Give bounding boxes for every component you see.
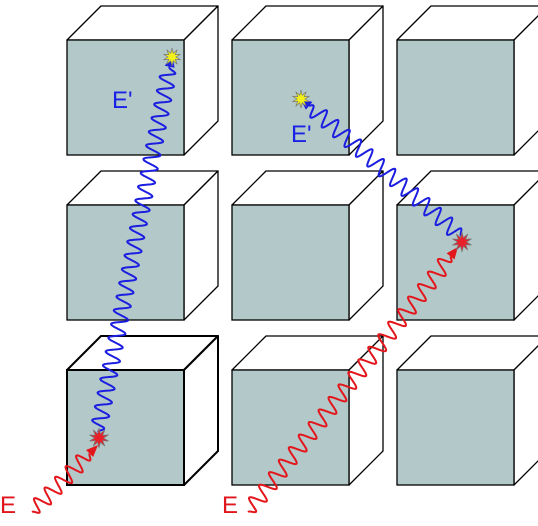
photon-paths [31,55,463,514]
emitted-photon-right-line [308,104,463,237]
cube-r1-c2 [231,5,384,156]
cube-top-face [396,5,538,41]
cube-r2-c1 [66,170,219,321]
cube-front-face [231,39,350,156]
incident-photon-left-line [31,453,92,514]
incident-photon-left [31,445,98,514]
cube-r3-c2 [231,335,384,486]
cube-front-face [231,204,350,321]
label-e-incident-right: E [222,492,238,519]
emission-flash-top-left [163,47,181,67]
absorption-flash-middle-right [452,231,472,253]
incident-photon-right [247,247,458,514]
cube-front-face [396,204,515,321]
cube-front-face [396,39,515,156]
incident-photon-right-line [247,256,453,514]
emitted-photon-left-line [91,66,177,433]
cube-r2-c3 [396,170,538,321]
cube-r1-c3 [396,5,538,156]
cube-front-face [66,204,185,321]
cube-front-face [396,369,515,486]
interaction-points [89,47,472,449]
cube-r1-c1 [66,5,219,156]
label-e-prime-top-left: E' [112,87,133,114]
label-e-prime-top-middle: E' [291,121,312,148]
absorption-flash-bottom-left [89,427,109,449]
emission-flash-top-middle [292,89,310,109]
cube-r2-c2 [231,170,384,321]
incident-photon-right-arrowhead [446,247,458,260]
label-e-incident-left: E [0,492,16,519]
cube-front-face [66,369,185,486]
cube-front-face [231,369,350,486]
energy-labels: E' E' E E [0,87,312,519]
cube-r3-c1 [66,335,219,486]
incident-photon-left-arrowhead [86,445,98,458]
cube-r3-c3 [396,335,538,486]
cube-top-face [396,335,538,371]
cube-grid [66,5,538,486]
